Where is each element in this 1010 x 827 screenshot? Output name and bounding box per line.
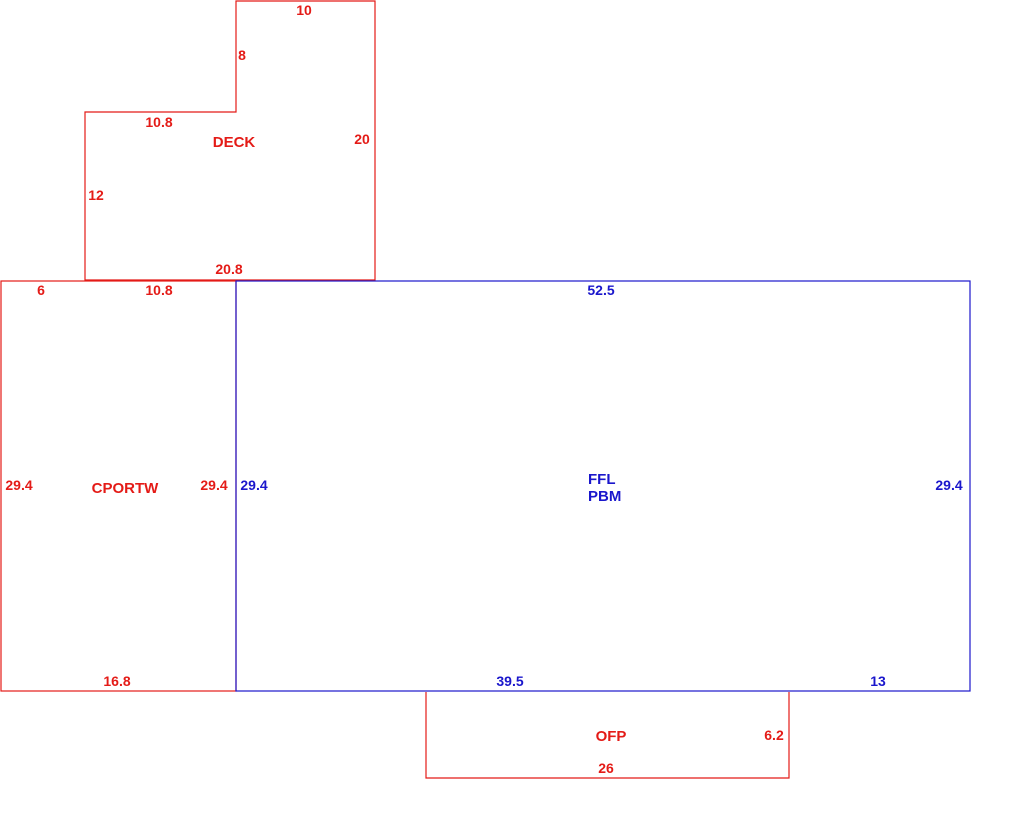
cportw-dim-right: 29.4 — [200, 477, 227, 493]
deck-dim-right: 20 — [354, 131, 370, 147]
main-label-ffl: FFL — [588, 471, 616, 488]
cportw-dim-top-left: 6 — [37, 282, 45, 298]
deck-dim-top: 10 — [296, 2, 312, 18]
cportw-dim-left: 29.4 — [5, 477, 32, 493]
ofp-label: OFP — [596, 728, 627, 745]
deck-dim-step-vertical: 8 — [238, 47, 246, 63]
main-dim-bottom-right: 13 — [870, 673, 886, 689]
main-dim-left: 29.4 — [240, 477, 267, 493]
cportw-dim-bottom: 16.8 — [103, 673, 130, 689]
deck-outline — [84, 0, 376, 281]
main-dim-bottom-left: 39.5 — [496, 673, 523, 689]
main-dim-right: 29.4 — [935, 477, 962, 493]
deck-label: DECK — [213, 134, 256, 151]
main-label-pbm: PBM — [588, 488, 621, 505]
cportw-label: CPORTW — [92, 480, 160, 497]
ofp-outline — [425, 692, 790, 779]
main-area-outline — [235, 280, 971, 692]
deck-dim-left: 12 — [88, 187, 104, 203]
ofp-dim-bottom: 26 — [598, 760, 614, 776]
deck-dim-step-horizontal: 10.8 — [145, 114, 172, 130]
deck-dim-bottom: 20.8 — [215, 261, 242, 277]
cportw-dim-top-right: 10.8 — [145, 282, 172, 298]
ofp-dim-right: 6.2 — [764, 727, 784, 743]
main-dim-top: 52.5 — [587, 282, 614, 298]
